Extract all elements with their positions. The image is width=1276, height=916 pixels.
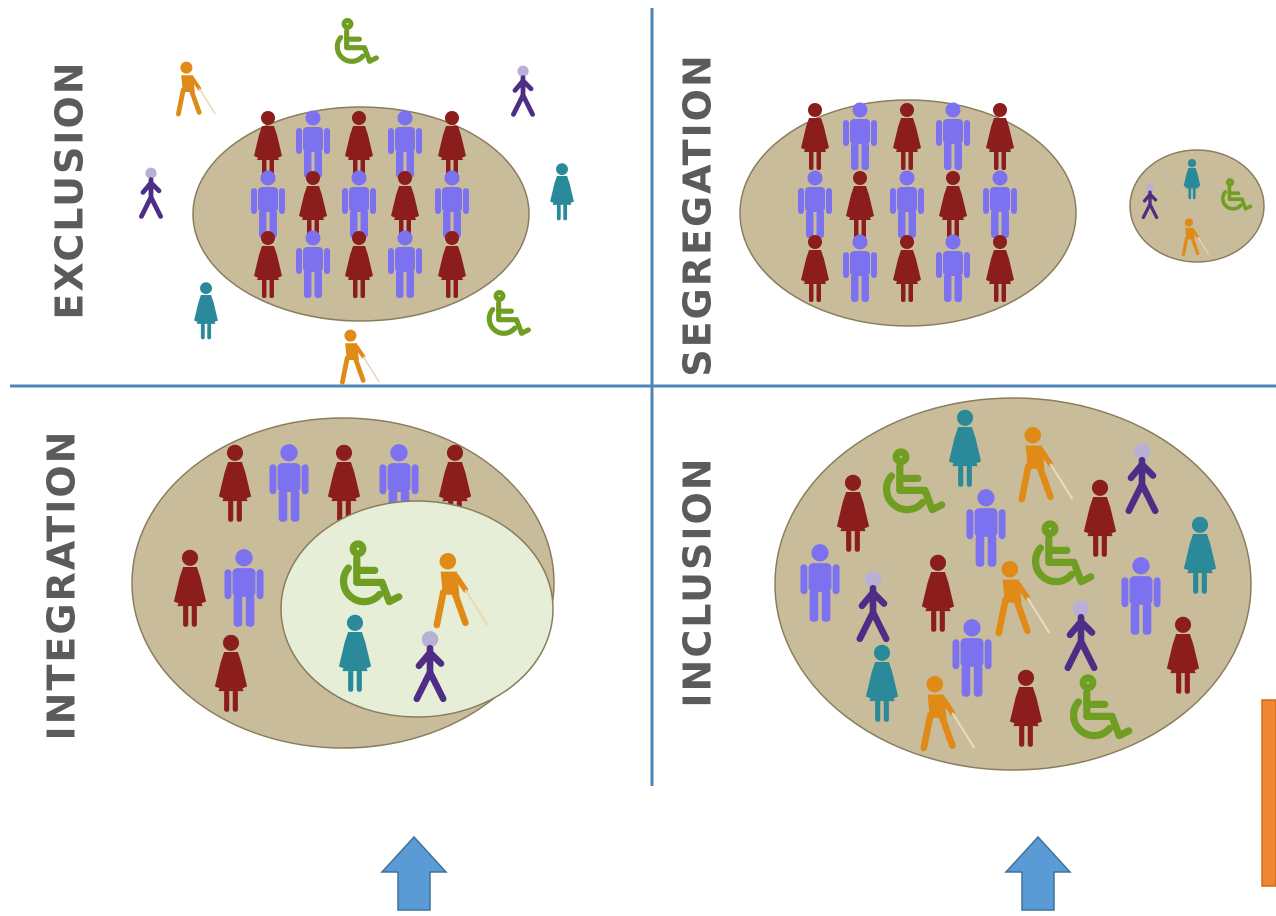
up-arrow-icon — [381, 836, 447, 911]
blind-person-icon — [178, 62, 215, 114]
walking-person-icon — [141, 167, 160, 217]
integration-inner-circle — [280, 500, 554, 718]
exclusion-quadrant — [141, 21, 574, 383]
excluded-people — [141, 21, 574, 383]
walking-person-icon — [1068, 600, 1094, 668]
segregation-small-circle — [1129, 149, 1265, 263]
teal-woman-icon — [550, 163, 574, 221]
blind-person-icon — [342, 330, 379, 382]
wheelchair-icon — [337, 21, 376, 62]
segregation-quadrant — [739, 99, 1265, 327]
walking-person-icon — [1141, 183, 1159, 220]
walking-person-icon — [860, 571, 886, 639]
up-arrow-icon — [1005, 836, 1071, 911]
walking-person-icon — [1129, 443, 1155, 511]
integration-quadrant — [131, 417, 555, 749]
integration-label: INTEGRATION — [40, 430, 84, 741]
inclusion-label: INCLUSION — [676, 456, 720, 707]
orange-accent-bar — [1261, 699, 1276, 887]
exclusion-label: EXCLUSION — [48, 60, 92, 319]
segregation-label: SEGREGATION — [676, 53, 720, 377]
integrated-people — [338, 544, 488, 699]
walking-person-icon — [417, 631, 443, 699]
teal-woman-icon — [194, 282, 218, 340]
segregated-people — [1141, 159, 1253, 257]
inclusion-group — [800, 409, 1217, 748]
inclusion-quadrant — [774, 397, 1252, 771]
walking-person-icon — [513, 65, 532, 115]
wheelchair-icon — [489, 293, 528, 334]
